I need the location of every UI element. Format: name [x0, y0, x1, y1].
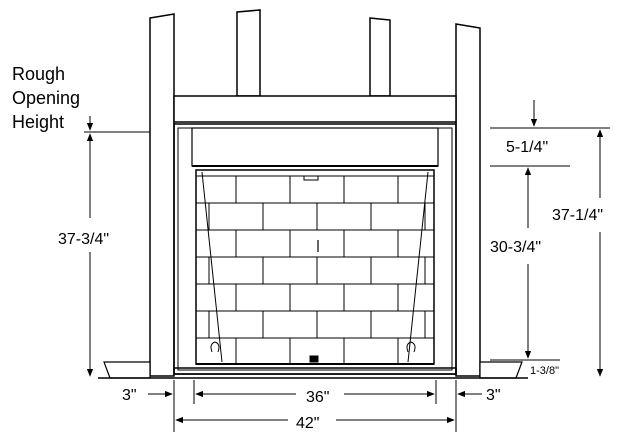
left-height-dimension [84, 116, 150, 377]
base-right [479, 361, 523, 379]
firebox-side-panel-edge [201, 171, 223, 363]
overall-height-value: 37-1/4" [552, 207, 603, 224]
opening-height-value: 30-3/4" [490, 239, 541, 256]
left-side-value: 3" [122, 387, 137, 404]
firebox-brick-pattern [196, 171, 434, 364]
header-beam [173, 95, 457, 123]
firebox [173, 169, 457, 375]
bottom-dimensions [148, 380, 482, 432]
left-height-value: 37-3/4" [58, 231, 109, 248]
stud-middle-left [236, 9, 261, 97]
rough-opening-label: Rough Opening Height [12, 64, 80, 132]
overall-width-value: 42" [296, 415, 319, 432]
rough-label-line2: Opening [12, 88, 80, 108]
rough-label-line3: Height [12, 112, 64, 132]
hearth-base [103, 361, 523, 379]
framing-studs [149, 9, 481, 377]
firebox-side-panel-edge [407, 171, 429, 363]
right-dimensions [490, 100, 610, 377]
stud-middle-right [369, 17, 391, 97]
rough-label-line1: Rough [12, 64, 65, 84]
top-valance [191, 127, 439, 167]
top-gap-value: 5-1/4" [506, 139, 548, 156]
stud-left [149, 13, 175, 377]
opening-width-value: 36" [306, 389, 329, 406]
base-height-value: 1-3/8" [530, 365, 559, 377]
right-side-value: 3" [486, 387, 501, 404]
base-left [103, 361, 151, 379]
fireplace-frame [173, 123, 457, 375]
stud-right [455, 23, 481, 377]
